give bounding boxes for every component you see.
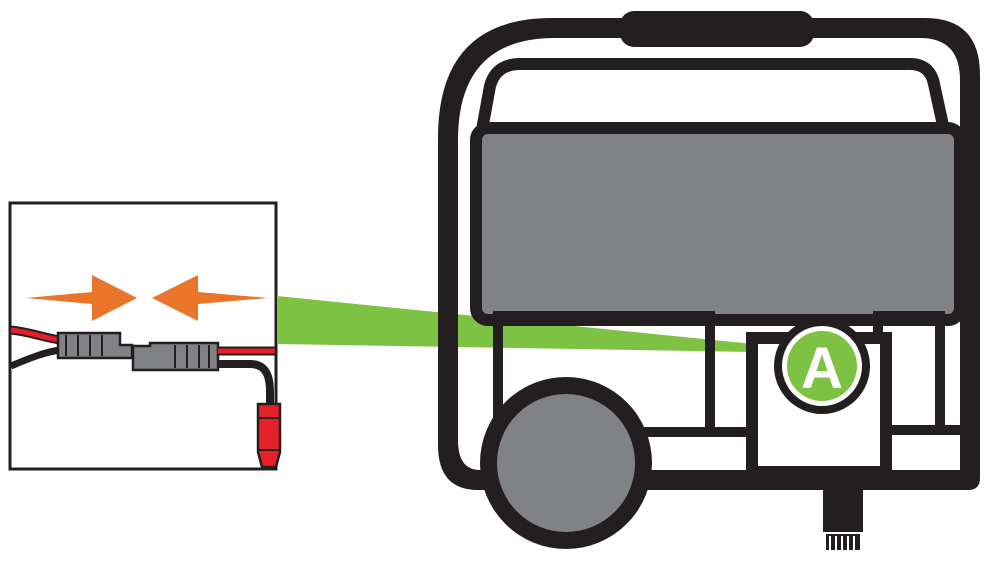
- arrow-left: [152, 275, 268, 321]
- callout-badge: A: [774, 318, 870, 414]
- right-wire-pair: [218, 346, 275, 410]
- generator-icon: A: [438, 11, 980, 550]
- rear-foot: [823, 482, 863, 550]
- fuel-tank-housing: [476, 58, 950, 136]
- left-wire-pair: [9, 325, 61, 370]
- engine-panel: [470, 122, 966, 326]
- left-black-wire: [9, 346, 61, 370]
- arrow-right: [26, 275, 137, 321]
- handle-icon: [620, 11, 814, 47]
- connector-detail-inset: [8, 201, 282, 471]
- callout-label: A: [801, 336, 843, 401]
- fuse-holder: [256, 402, 282, 469]
- push-together-arrows: [26, 275, 268, 321]
- right-connector-plug: [131, 341, 220, 372]
- left-connector-plug: [56, 331, 134, 360]
- right-black-wire: [218, 360, 274, 410]
